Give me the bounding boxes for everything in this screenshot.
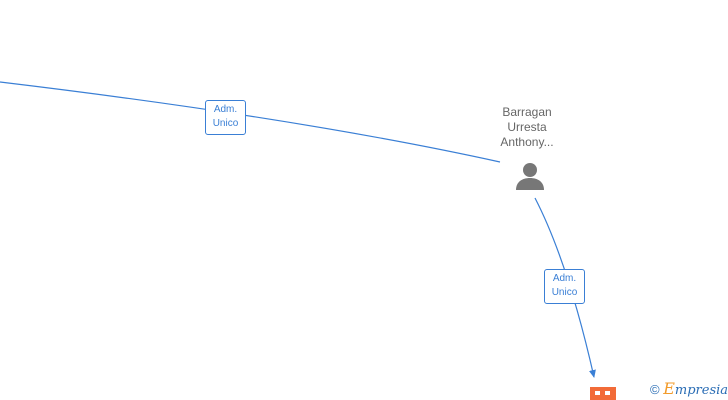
person-icon[interactable] (514, 161, 546, 191)
edge-line-incoming (0, 81, 501, 163)
building-icon[interactable] (590, 387, 616, 400)
edge-label-line-2: Unico (212, 118, 239, 129)
empresia-watermark: © Empresia (650, 379, 728, 398)
edge-label-line-1: Adm. (213, 104, 238, 115)
brand-name: mpresia (674, 383, 728, 398)
edge-label-line-1: Adm. (552, 273, 577, 284)
person-name-line: Barragan (502, 105, 552, 119)
edge-label-adm-unico[interactable]: Adm. Unico (544, 269, 585, 304)
copyright-icon: © (650, 382, 660, 397)
person-name-line: Anthony... (500, 135, 554, 149)
edge-label-line-2: Unico (551, 287, 578, 298)
brand-initial: E (663, 379, 675, 398)
person-node-name[interactable]: Barragan Urresta Anthony... (482, 105, 572, 150)
person-name-line: Urresta (507, 120, 547, 134)
edge-label-adm-unico[interactable]: Adm. Unico (205, 100, 246, 135)
